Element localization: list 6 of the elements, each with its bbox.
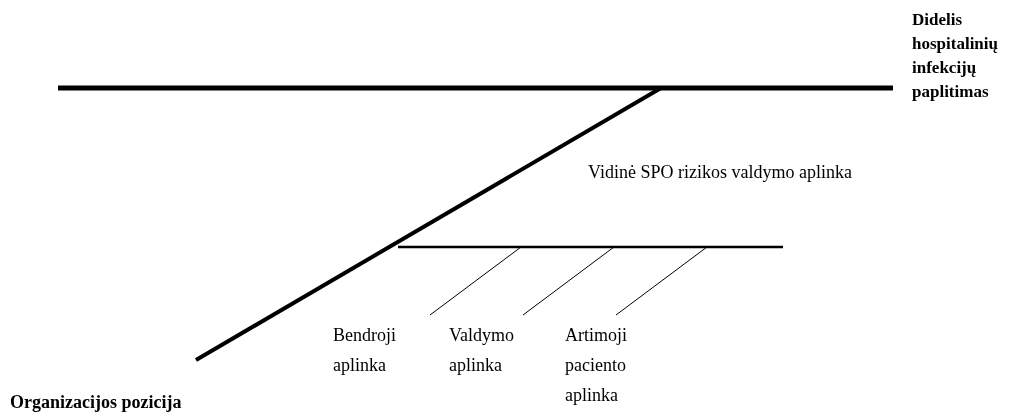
axis-label: Bendroji aplinka xyxy=(333,324,397,377)
axis-label: Organizacijos pozicija xyxy=(10,391,183,414)
axis-label: Artimoji paciento aplinka xyxy=(565,324,628,407)
axis-label: Valdymo aplinka xyxy=(449,324,515,377)
axis-label: Vidinė SPO rizikos valdymo aplinka xyxy=(588,161,853,184)
axis-label: Didelis hospitalinių infekcijų paplitimas xyxy=(912,9,999,103)
